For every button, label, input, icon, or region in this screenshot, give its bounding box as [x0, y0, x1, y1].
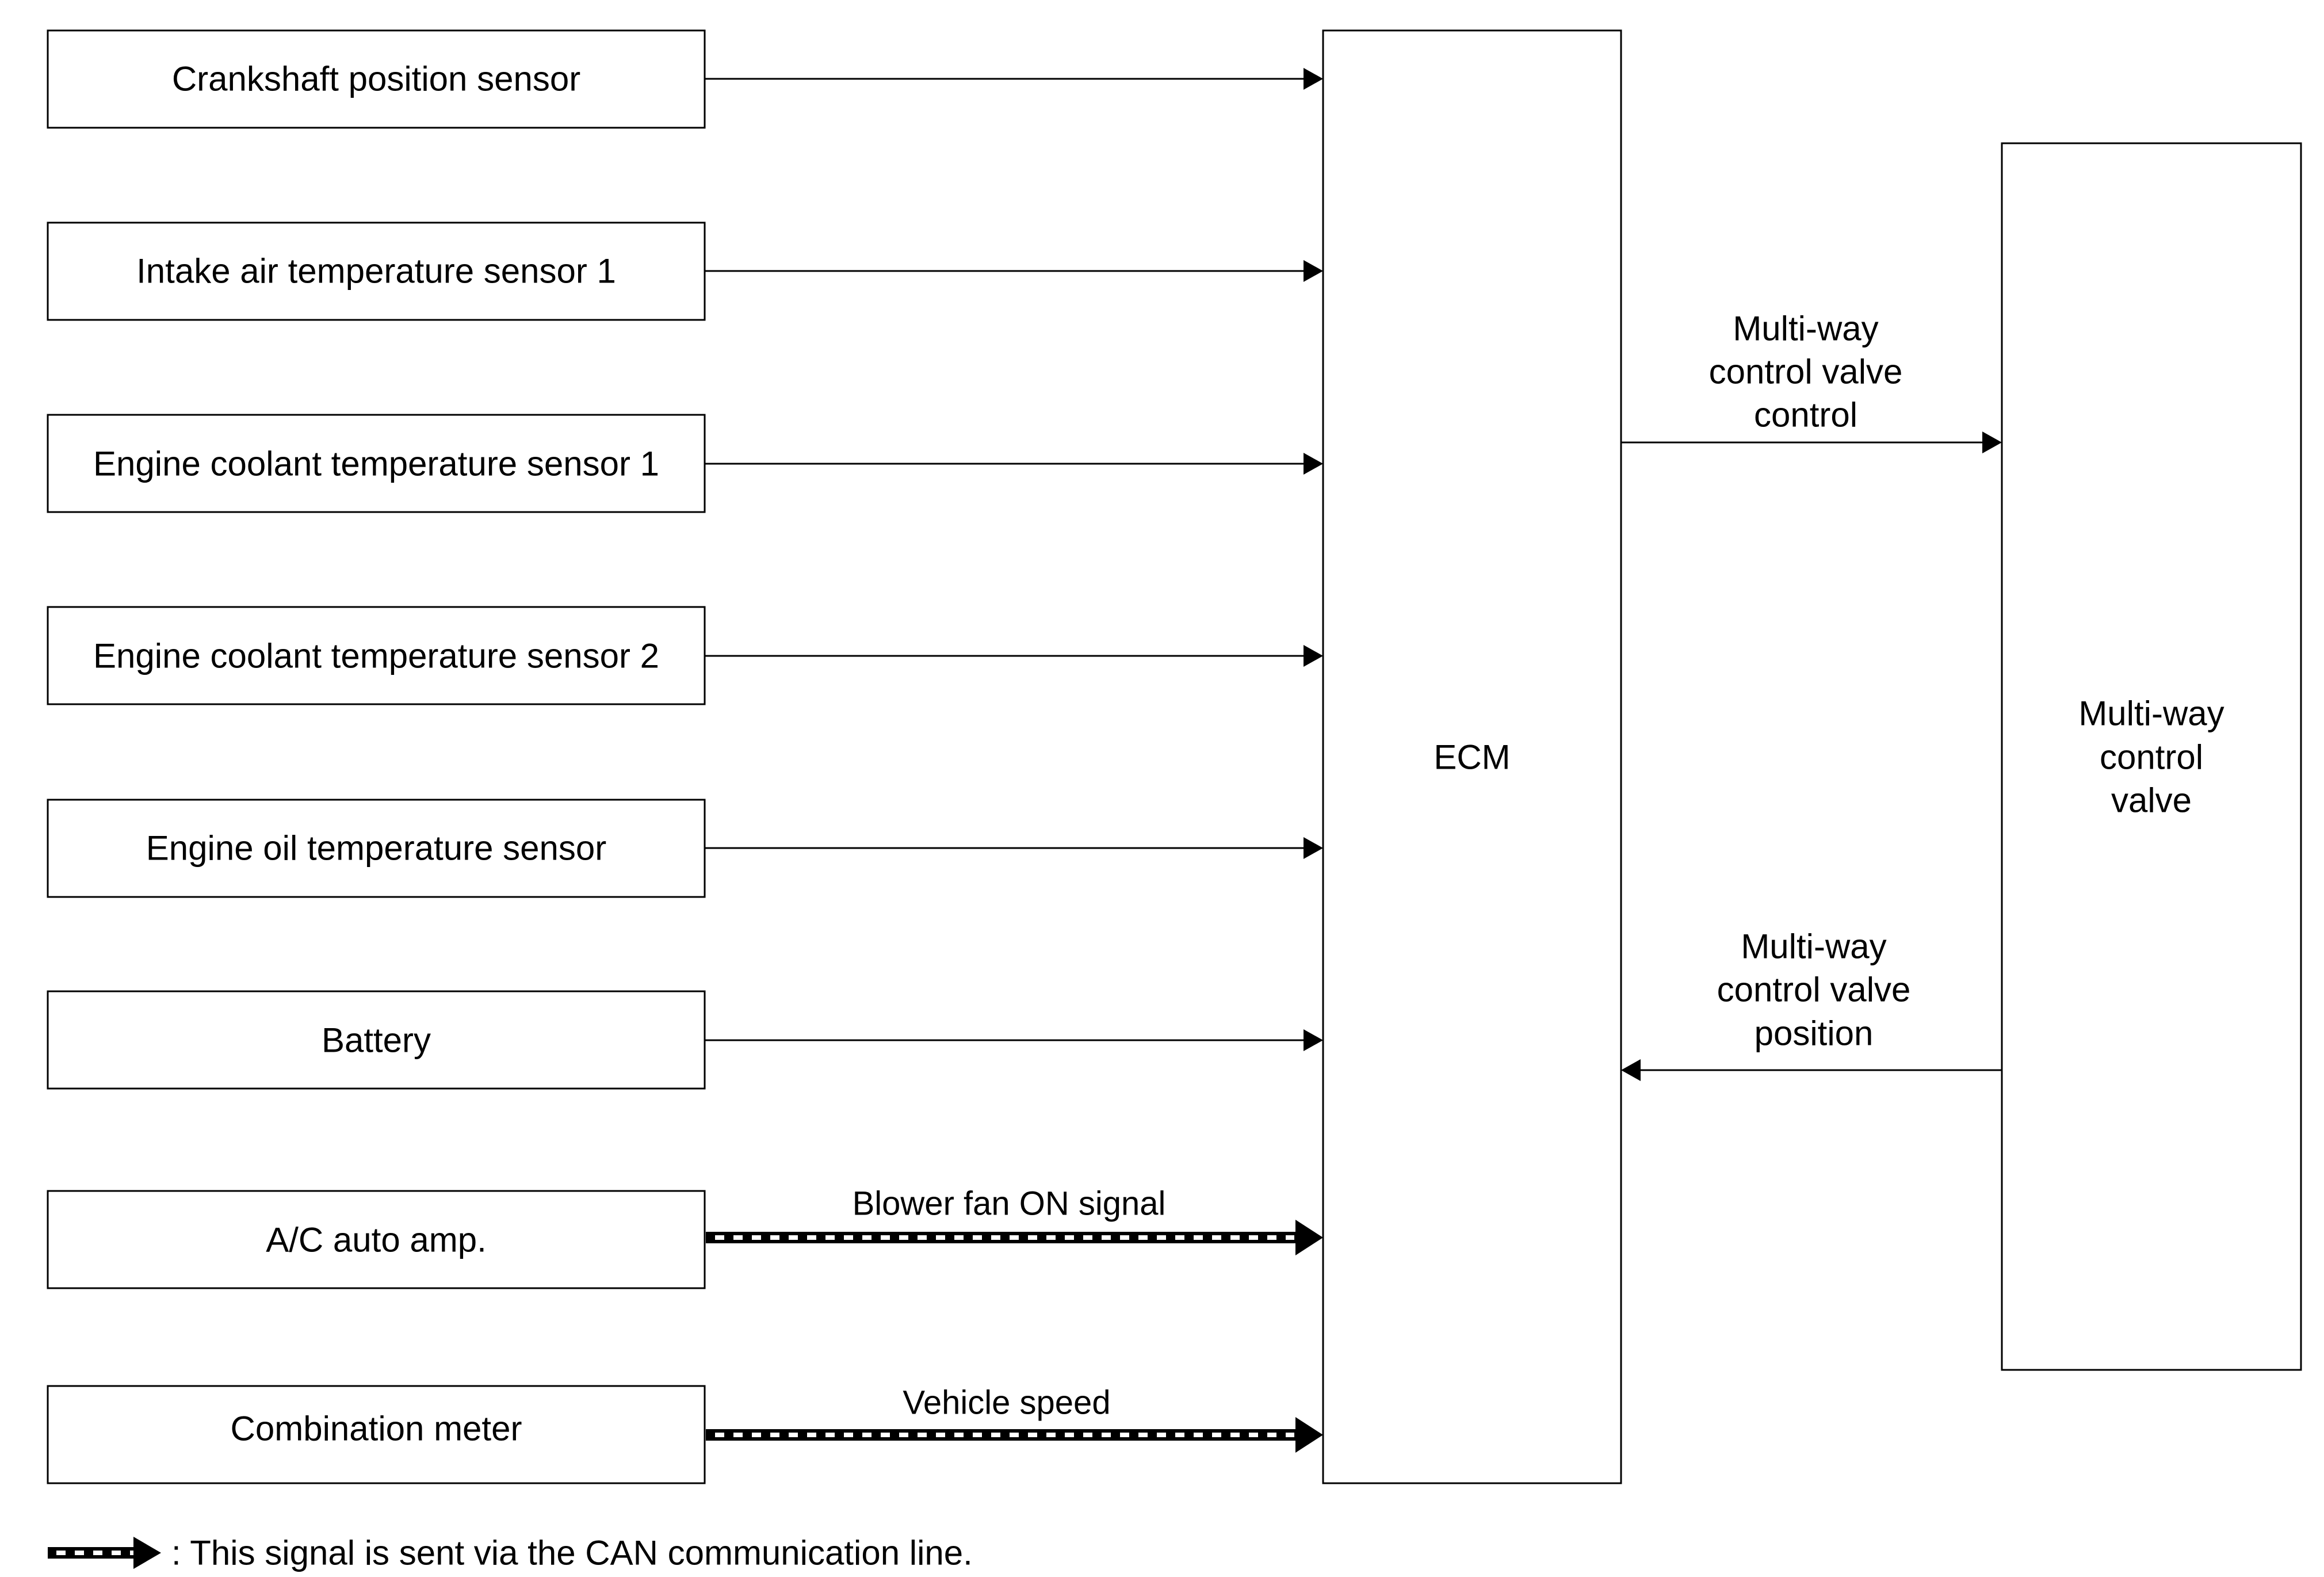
- input-engine-oil-temperature-sensor: Engine oil temperature sensor: [47, 799, 706, 898]
- input-box: [47, 414, 706, 513]
- input-box: [47, 222, 706, 321]
- valve-label-line-3: valve: [2111, 781, 2192, 820]
- feedback-signal-line-3: position: [1755, 1014, 1874, 1053]
- input-engine-coolant-temperature-sensor-1: Engine coolant temperature sensor 1: [47, 414, 706, 513]
- input-engine-coolant-temperature-sensor-2: Engine coolant temperature sensor 2: [47, 606, 706, 705]
- input-combination-meter: Combination meter: [47, 1385, 706, 1484]
- valve-label-line-2: control: [2100, 738, 2203, 777]
- input-box: [47, 1190, 706, 1289]
- input-label: Crankshaft position sensor: [172, 60, 580, 98]
- input-box: [47, 606, 706, 705]
- input-intake-air-temperature-sensor-1: Intake air temperature sensor 1: [47, 222, 706, 321]
- signal-arrow-intake-air: [705, 260, 1323, 282]
- input-label: Engine oil temperature sensor: [146, 829, 606, 868]
- input-label: Battery: [322, 1021, 431, 1060]
- signal-arrow-oil-temperature: [705, 837, 1323, 859]
- signal-arrow-coolant-1: [705, 453, 1323, 475]
- can-arrow-vehicle-speed: Vehicle speed: [706, 1384, 1323, 1453]
- valve-label-line-1: Multi-way: [2078, 694, 2224, 733]
- output-signal-line-1: Multi-way: [1733, 310, 1878, 348]
- feedback-signal-line-2: control valve: [1717, 971, 1911, 1009]
- input-ac-auto-amp: A/C auto amp.: [47, 1190, 706, 1289]
- input-label: Engine coolant temperature sensor 1: [93, 445, 659, 483]
- input-box: [47, 990, 706, 1090]
- output-signal-line-3: control: [1754, 396, 1857, 434]
- arrowhead: [1304, 1029, 1323, 1051]
- legend: : This signal is sent via the CAN commun…: [48, 1534, 973, 1572]
- signal-arrow-battery: [705, 1029, 1323, 1051]
- arrowhead: [1304, 837, 1323, 859]
- signal-arrow-valve-position: Multi-way control valve position: [1621, 927, 2002, 1081]
- input-box: [47, 29, 706, 129]
- arrowhead: [1295, 1220, 1323, 1255]
- arrowhead: [1304, 260, 1323, 282]
- signal-arrow-coolant-2: [705, 645, 1323, 667]
- arrowhead: [1304, 68, 1323, 90]
- input-label: A/C auto amp.: [266, 1221, 487, 1259]
- signal-arrow-valve-control: Multi-way control valve control: [1621, 310, 2002, 453]
- can-arrow-blower-fan: Blower fan ON signal: [706, 1185, 1323, 1255]
- legend-text: : This signal is sent via the CAN commun…: [171, 1534, 973, 1572]
- input-battery: Battery: [47, 990, 706, 1090]
- input-box: [47, 799, 706, 898]
- valve-box: [2001, 142, 2302, 1371]
- output-signal-line-2: control valve: [1709, 353, 1903, 391]
- ecm-box: [1322, 29, 1622, 1484]
- legend-arrowhead: [133, 1537, 161, 1569]
- arrowhead: [1304, 645, 1323, 667]
- ecm-block: ECM: [1322, 29, 1622, 1484]
- arrowhead: [1621, 1059, 1641, 1081]
- signal-label-blower-fan: Blower fan ON signal: [853, 1185, 1166, 1223]
- input-label: Combination meter: [231, 1410, 522, 1448]
- signal-arrow-crankshaft: [705, 68, 1323, 90]
- arrowhead: [1304, 453, 1323, 475]
- ecm-label: ECM: [1434, 738, 1510, 777]
- signal-label-vehicle-speed: Vehicle speed: [903, 1384, 1110, 1422]
- input-label: Engine coolant temperature sensor 2: [93, 637, 659, 675]
- input-crankshaft-position-sensor: Crankshaft position sensor: [47, 29, 706, 129]
- multi-way-control-valve-block: Multi-way control valve: [2001, 142, 2302, 1371]
- input-label: Intake air temperature sensor 1: [136, 252, 616, 291]
- arrowhead: [1982, 432, 2002, 453]
- arrowhead: [1295, 1417, 1323, 1453]
- input-box: [47, 1385, 706, 1484]
- feedback-signal-line-1: Multi-way: [1741, 927, 1886, 966]
